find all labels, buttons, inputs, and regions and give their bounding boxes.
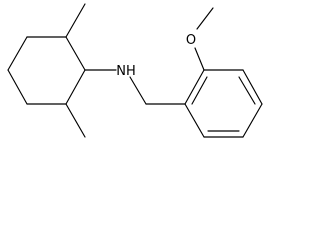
benzene-ring [184, 69, 263, 138]
benzene-double-bond [238, 76, 256, 105]
cyclohexane-bond [65, 69, 86, 105]
benzene-double-bond [191, 76, 208, 105]
benzene-bond [242, 103, 263, 138]
cyclohexane-ring [7, 36, 86, 105]
cyclohexane-bond [65, 36, 86, 71]
aryl-to-oxygen-bond [194, 47, 205, 71]
amine-nitrogen-label: NH [116, 64, 136, 79]
benzene-bond [184, 69, 205, 105]
nitrogen-to-methylene-bond [129, 76, 147, 105]
oxygen-to-methyl-bond [196, 7, 214, 30]
cyclohexane-bond [7, 36, 28, 71]
molecule-structure-diagram: NH O [7, 3, 263, 138]
ether-oxygen-label: O [186, 33, 196, 48]
cyclohexane-bond [7, 69, 28, 105]
methyl-bond-top [65, 3, 86, 38]
methyl-bond-bottom [65, 103, 86, 138]
benzene-bond [184, 103, 205, 138]
benzene-bond [242, 69, 263, 105]
